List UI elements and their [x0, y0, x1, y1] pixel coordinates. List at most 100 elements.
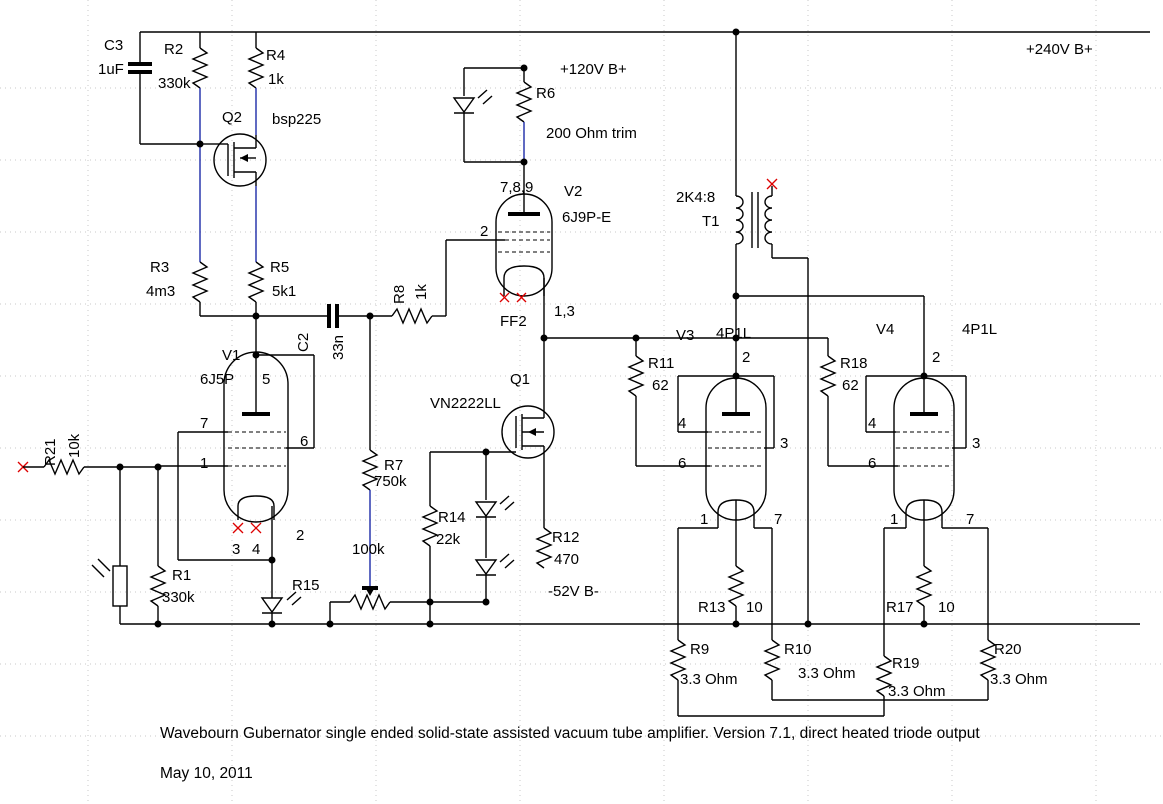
v1-value: 6J5P: [200, 371, 234, 388]
r6-trimmer: [464, 67, 533, 162]
v2-pin-cathode: 1,3: [554, 303, 575, 320]
r20-resistor: [979, 639, 997, 700]
v1-tube: [158, 351, 315, 598]
r6-ref: R6: [536, 85, 555, 102]
v2-value: 6J9P-E: [562, 209, 611, 226]
r17-ref: R17: [886, 599, 914, 616]
r11-ref: R11: [648, 355, 674, 372]
label-b240: +240V B+: [1026, 41, 1093, 58]
v3-pin-1: 1: [700, 511, 708, 528]
v3-tube: [677, 296, 775, 640]
r1-ref: R1: [172, 567, 191, 584]
r17-value: 10: [938, 599, 955, 616]
r12-ref: R12: [552, 529, 580, 546]
q1-mosfet: [486, 338, 555, 528]
r8-value: 1k: [413, 284, 430, 300]
r18-ref: R18: [840, 355, 868, 372]
r7-resistor: [361, 316, 379, 586]
r9-resistor: [669, 639, 884, 717]
r19-resistor: [875, 655, 893, 716]
v2-pin-grid: 2: [480, 223, 488, 240]
v3-pin-6: 6: [678, 455, 686, 472]
r10-value: 3.3 Ohm: [798, 665, 856, 682]
v1-pin-3: 3: [232, 541, 240, 558]
r3-resistor: [191, 261, 256, 317]
r10-resistor: [763, 639, 988, 701]
r8-ref: R8: [391, 285, 408, 304]
r20-value: 3.3 Ohm: [990, 671, 1048, 688]
potentiometer-100k: [329, 586, 486, 624]
r19-value: 3.3 Ohm: [888, 683, 946, 700]
v1-pin-2: 2: [296, 527, 304, 544]
r13-resistor: [727, 565, 745, 624]
r4-value: 1k: [268, 71, 284, 88]
r8-resistor: [391, 239, 505, 325]
v3-pin-3: 3: [780, 435, 788, 452]
v2-ref: V2: [564, 183, 582, 200]
t1-ref: T1: [702, 213, 720, 230]
r10-ref: R10: [784, 641, 812, 658]
q1-bias-network: [421, 451, 515, 624]
r7-value: 750k: [374, 473, 407, 490]
q2-mosfet: [213, 133, 267, 187]
v3-pin-4: 4: [678, 415, 686, 432]
v4-pin-1: 1: [890, 511, 898, 528]
r7-ref: R7: [384, 457, 403, 474]
r2-ref: R2: [164, 41, 183, 58]
t1-value: 2K4:8: [676, 189, 715, 206]
v1-unconnected-pins: [232, 522, 262, 534]
caption: Wavebourn Gubernator single ended solid-…: [160, 725, 980, 742]
v1-pin-1: 1: [200, 455, 208, 472]
r14-ref: R14: [438, 509, 466, 526]
r11-value: 62: [652, 377, 669, 394]
r19-ref: R19: [892, 655, 920, 672]
c2-capacitor: [256, 304, 392, 328]
ldr-resistor: [91, 467, 128, 624]
label-bneg: -52V B-: [548, 583, 599, 600]
r17-resistor: [915, 565, 933, 624]
r5-resistor: [247, 186, 265, 355]
r12-value: 470: [554, 551, 579, 568]
r18-resistor: [819, 338, 898, 467]
v2-filament: FF2: [500, 313, 527, 330]
r13-ref: R13: [698, 599, 726, 616]
r21-ref: R21: [42, 438, 59, 466]
q2-ref: Q2: [222, 109, 242, 126]
c2-value: 33n: [330, 335, 347, 360]
v2-tube: [495, 162, 553, 338]
c2-ref: C2: [295, 333, 312, 352]
t1-transformer: [735, 32, 809, 624]
r9-ref: R9: [690, 641, 709, 658]
r2-resistor: [191, 32, 214, 262]
v3-ref: V3: [676, 327, 694, 344]
v4-pin-4: 4: [868, 415, 876, 432]
r4-resistor: [247, 32, 265, 135]
v4-pin-2: 2: [932, 349, 940, 366]
c3-capacitor: [128, 32, 200, 145]
v1-pin-4: 4: [252, 541, 260, 558]
r5-ref: R5: [270, 259, 289, 276]
v4-ref: V4: [876, 321, 894, 338]
r9-value: 3.3 Ohm: [680, 671, 738, 688]
c3-ref: C3: [104, 37, 123, 54]
r13-value: 10: [746, 599, 763, 616]
r6-value: 200 Ohm trim: [546, 125, 637, 142]
v4-pin-6: 6: [868, 455, 876, 472]
r1-value: 330k: [162, 589, 195, 606]
r5-value: 5k1: [272, 283, 296, 300]
v1-pin-7: 7: [200, 415, 208, 432]
date: May 10, 2011: [160, 765, 253, 782]
c3-value: 1uF: [98, 61, 124, 78]
r3-value: 4m3: [146, 283, 175, 300]
q1-ref: Q1: [510, 371, 530, 388]
q2-value: bsp225: [272, 111, 321, 128]
v3-pin-7: 7: [774, 511, 782, 528]
r4-ref: R4: [266, 47, 285, 64]
r15-led: [260, 591, 302, 624]
label-b120: +120V B+: [560, 61, 627, 78]
r12-resistor: [535, 527, 553, 569]
r2-value: 330k: [158, 75, 191, 92]
